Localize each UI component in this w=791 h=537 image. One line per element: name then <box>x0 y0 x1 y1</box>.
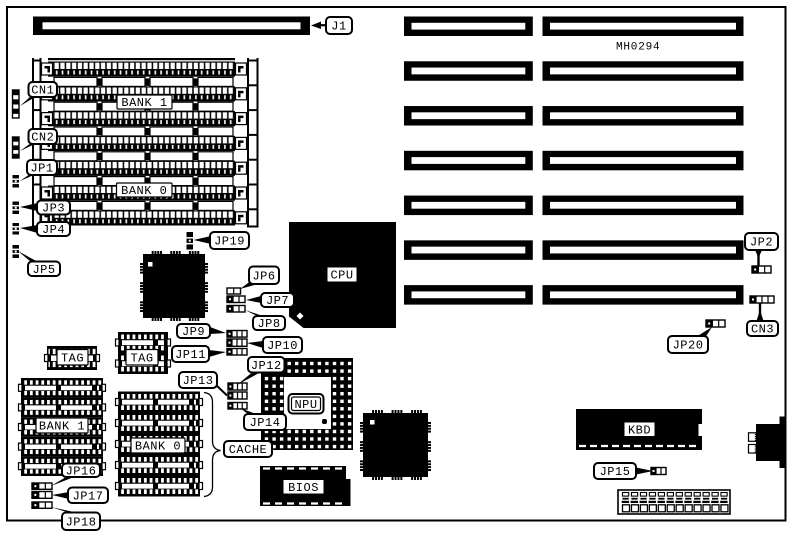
svg-text:BANK 0: BANK 0 <box>135 440 181 454</box>
svg-text:JP16: JP16 <box>66 464 97 478</box>
svg-text:BANK 1: BANK 1 <box>121 96 167 110</box>
svg-text:JP12: JP12 <box>251 359 282 373</box>
svg-text:JP3: JP3 <box>42 202 65 216</box>
svg-text:JP13: JP13 <box>183 374 214 388</box>
svg-text:JP19: JP19 <box>214 235 245 249</box>
svg-text:JP9: JP9 <box>182 325 205 339</box>
svg-text:JP4: JP4 <box>42 223 65 237</box>
svg-text:CN1: CN1 <box>31 84 54 98</box>
svg-text:JP11: JP11 <box>175 348 206 362</box>
svg-text:JP2: JP2 <box>750 236 773 250</box>
svg-text:BIOS: BIOS <box>288 481 319 495</box>
svg-text:JP18: JP18 <box>66 515 97 529</box>
svg-text:JP17: JP17 <box>73 489 104 503</box>
svg-text:JP14: JP14 <box>250 416 281 430</box>
svg-text:JP10: JP10 <box>267 339 298 353</box>
svg-text:MH0294: MH0294 <box>616 42 660 54</box>
svg-text:JP6: JP6 <box>252 269 275 283</box>
svg-text:CACHE: CACHE <box>229 443 268 457</box>
svg-text:JP20: JP20 <box>673 339 704 353</box>
svg-text:JP8: JP8 <box>257 317 280 331</box>
svg-text:BANK 0: BANK 0 <box>121 184 167 198</box>
svg-text:JP5: JP5 <box>32 263 55 277</box>
svg-text:CN2: CN2 <box>31 131 54 145</box>
svg-text:CN3: CN3 <box>751 323 774 337</box>
svg-text:TAG: TAG <box>61 351 84 365</box>
svg-text:J1: J1 <box>331 20 346 34</box>
svg-text:JP7: JP7 <box>266 294 289 308</box>
svg-text:BANK 1: BANK 1 <box>39 420 85 434</box>
svg-text:NPU: NPU <box>294 398 317 412</box>
svg-text:KBD: KBD <box>628 424 651 438</box>
svg-text:CPU: CPU <box>330 269 353 283</box>
svg-text:JP1: JP1 <box>30 162 53 176</box>
svg-text:TAG: TAG <box>130 351 153 365</box>
svg-text:JP15: JP15 <box>600 465 631 479</box>
